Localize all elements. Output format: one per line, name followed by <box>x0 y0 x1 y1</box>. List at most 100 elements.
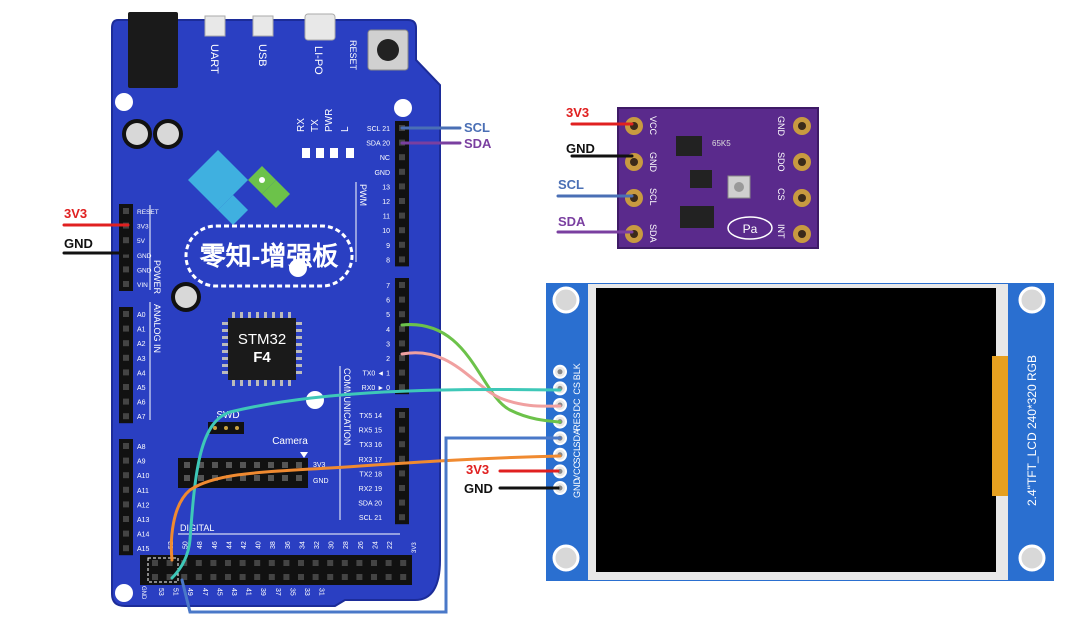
header-pin <box>123 398 129 405</box>
header-pin <box>123 516 129 522</box>
digital-bottom-label: 49 <box>186 588 193 596</box>
mcu-pin <box>222 322 228 325</box>
mcu-pin <box>272 312 275 318</box>
led <box>330 148 338 158</box>
header-pin <box>312 574 319 580</box>
right-mid-pin-label: 5 <box>386 312 390 319</box>
digital-bottom-label: 37 <box>274 588 281 596</box>
reset-button-cap[interactable] <box>377 39 399 61</box>
label-sensor-scl: SCL <box>558 177 584 192</box>
header-pin <box>296 475 302 481</box>
label-board-3v3: 3V3 <box>64 206 87 221</box>
mcu-pin <box>222 371 228 374</box>
header-pin <box>226 462 232 468</box>
wire-orange <box>169 454 562 562</box>
analog-pin-label: A9 <box>137 459 146 466</box>
mcu-pin <box>256 380 259 386</box>
header-pin <box>123 545 129 552</box>
comm-pin-label: RX2 19 <box>359 486 382 493</box>
digital-bottom-label: 35 <box>288 588 295 596</box>
header-pin <box>298 560 304 566</box>
brand-name: 零知-增强板 <box>200 241 339 271</box>
header-pin <box>123 443 129 449</box>
header-pin <box>282 462 288 468</box>
header-pin <box>123 281 129 287</box>
wire-green-d4 <box>400 323 562 424</box>
header-pin <box>356 560 363 566</box>
digital-top-label: 46 <box>212 541 219 549</box>
wire-pink-d2 <box>400 351 562 408</box>
header-pin <box>399 441 405 448</box>
header-pin <box>123 384 129 390</box>
digital-top-label: 38 <box>270 541 277 549</box>
mcu-pin <box>296 329 302 332</box>
digital-gnd-label: GND <box>140 586 146 600</box>
header-pin <box>123 354 129 361</box>
mcu-pin <box>280 312 283 318</box>
header-pin <box>371 574 377 580</box>
mount-hole <box>115 584 133 602</box>
header-pin <box>152 574 158 580</box>
header-pin <box>152 560 158 566</box>
mcu-pin <box>256 312 259 318</box>
sensor-pin-label: VCC <box>648 116 658 136</box>
analog-pin-label: A7 <box>137 414 146 421</box>
digital-bottom-label: 51 <box>172 588 179 596</box>
header-pin <box>210 574 217 580</box>
digital-bottom-label: 39 <box>259 588 266 596</box>
mcu-pin <box>288 312 291 318</box>
header-pin <box>399 325 405 332</box>
digital-3v3-label: 3V3 <box>412 542 418 553</box>
right-mid-pin-label: 6 <box>386 298 390 305</box>
header-pin <box>268 574 275 580</box>
communication-label: COMMUNICATION <box>342 368 352 445</box>
header-pin <box>123 237 129 244</box>
mcu-pin <box>222 343 228 346</box>
mcu-pin <box>232 380 235 386</box>
right-mid-pin-label: RX0 ► 0 <box>362 385 390 392</box>
sensor-pad-hole <box>798 158 806 166</box>
led-label-tx: TX <box>310 119 321 132</box>
uart-label: UART <box>208 44 220 74</box>
sensor-pcb <box>617 107 819 249</box>
header-pin <box>212 462 218 468</box>
lcd-pin-label: CS <box>572 382 582 395</box>
right-mid-pin-label: 7 <box>386 283 390 290</box>
mcu-pin <box>264 312 267 318</box>
analog-pin-label: A12 <box>137 502 150 509</box>
analog-pin-label: A0 <box>137 312 146 319</box>
header-pin <box>399 212 405 219</box>
label-lcd-3v3: 3V3 <box>466 462 489 477</box>
sensor-logo: Pa <box>743 222 758 236</box>
mcu-pin <box>222 350 228 353</box>
label-board-gnd: GND <box>64 236 93 251</box>
header-pin <box>298 574 304 580</box>
mcu-pin <box>296 350 302 353</box>
digital-top-label: 30 <box>329 541 336 549</box>
mcu-pin <box>248 380 251 386</box>
power-pin-label: 3V3 <box>137 224 149 231</box>
comm-pin-label: RX5 15 <box>359 428 382 435</box>
mount-hole <box>394 99 412 117</box>
header-pin <box>254 475 260 481</box>
header-pin <box>123 413 129 420</box>
analog-header-b <box>119 439 133 556</box>
sensor-pin-label: INT <box>776 224 786 239</box>
mount-hole <box>306 391 324 409</box>
label-sensor-sda: SDA <box>558 214 586 229</box>
header-pin <box>282 475 288 481</box>
header-pin <box>210 560 217 566</box>
header-pin <box>254 574 261 580</box>
digital-bottom-label: 31 <box>318 588 325 596</box>
lcd-mount-hole <box>1018 286 1046 314</box>
dc-jack <box>128 12 178 88</box>
header-pin <box>399 227 405 234</box>
header-pin <box>123 266 129 273</box>
header-pin <box>399 282 405 288</box>
digital-top-label: 42 <box>241 541 248 549</box>
sensor-component <box>690 170 712 188</box>
header-pin <box>254 462 260 468</box>
header-pin <box>268 560 275 566</box>
digital-top-label: 36 <box>285 541 292 549</box>
header-pin <box>399 455 405 462</box>
